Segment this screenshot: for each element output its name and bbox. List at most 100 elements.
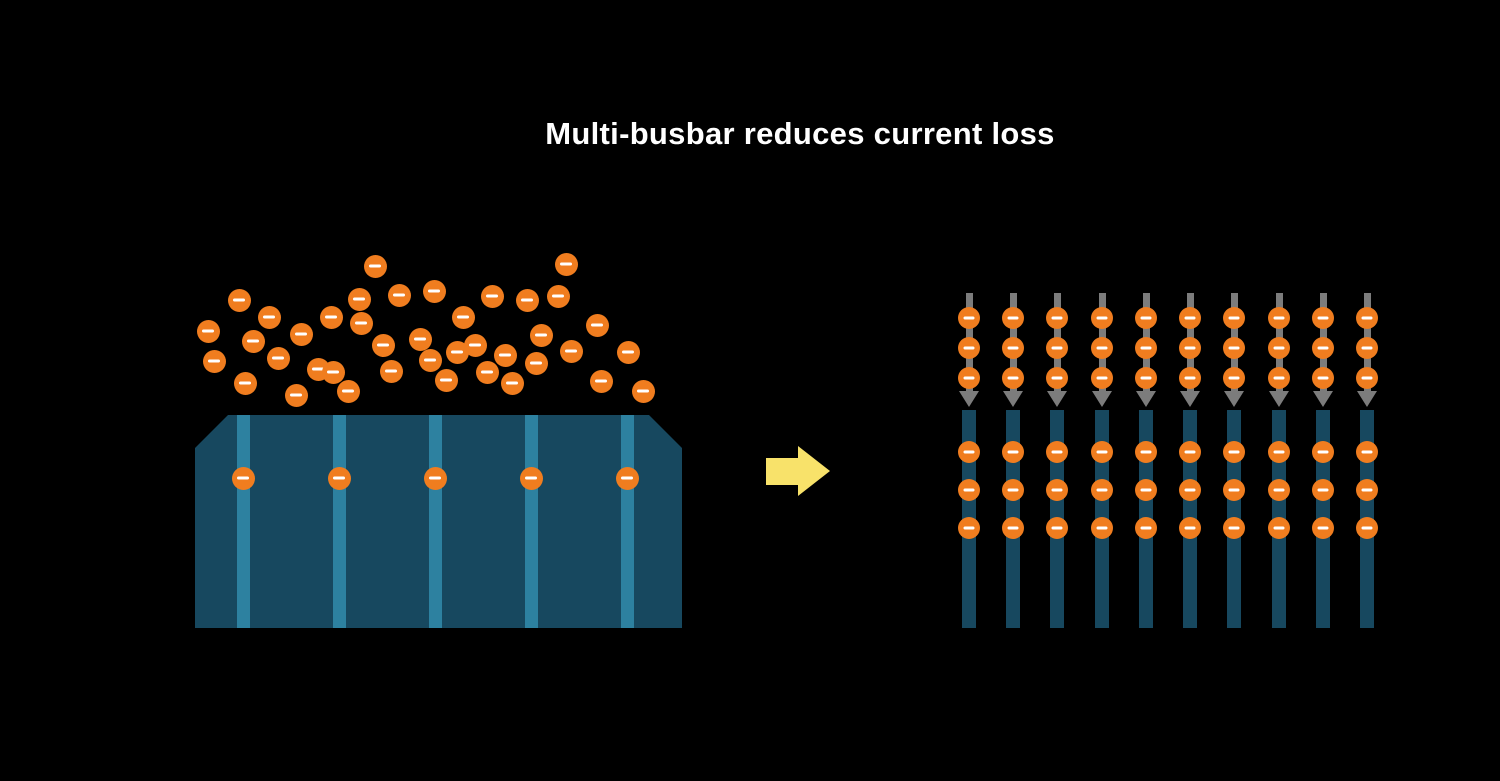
minus-icon [1184,346,1196,350]
minus-icon [393,293,405,297]
minus-icon [263,315,275,319]
diagram-title: Multi-busbar reduces current loss [545,116,1055,151]
minus-icon [1007,526,1019,530]
minus-icon [1361,316,1373,320]
electron-icon [559,339,583,363]
minus-icon [1096,346,1108,350]
minus-icon [424,358,436,362]
electron-icon [202,349,226,373]
electron-icon [1002,441,1024,463]
minus-icon [565,349,577,353]
minus-icon [1096,450,1108,454]
minus-icon [1317,346,1329,350]
minus-icon [1051,450,1063,454]
minus-icon [1140,376,1152,380]
minus-icon [1140,526,1152,530]
electron-icon [500,371,524,395]
minus-icon [1051,376,1063,380]
electron-icon [958,517,980,539]
minus-icon [591,323,603,327]
electron-icon [1312,441,1334,463]
busbar-stripe [428,415,442,628]
electron-icon [524,351,548,375]
minus-icon [1184,376,1196,380]
minus-icon [1096,526,1108,530]
electron-icon [958,479,980,501]
minus-icon [355,321,367,325]
electron-icon [1091,367,1113,389]
minus-icon [525,476,537,480]
minus-icon [1273,526,1285,530]
electron-icon [1268,517,1290,539]
electron-icon [445,340,469,364]
busbar-stripe [236,415,250,628]
electron-icon [418,348,442,372]
minus-icon [208,359,220,363]
electron-icon [463,333,487,357]
electron-icon [1312,517,1334,539]
electron-icon [519,466,543,490]
electron-icon [1223,307,1245,329]
minus-icon [1317,526,1329,530]
electron-icon [347,287,371,311]
minus-icon [1051,488,1063,492]
electron-icon [616,340,640,364]
minus-icon [963,450,975,454]
electron-icon [1046,307,1068,329]
electron-icon [1002,479,1024,501]
electron-icon [1179,479,1201,501]
electron-icon [589,369,613,393]
minus-icon [469,343,481,347]
minus-icon [369,264,381,268]
busbar-stripe [332,415,346,628]
minus-icon [353,297,365,301]
minus-icon [1140,316,1152,320]
minus-icon [963,376,975,380]
electron-icon [1356,367,1378,389]
electron-icon [1223,441,1245,463]
electron-icon [1046,479,1068,501]
flow-arrow-head-icon [959,391,979,407]
minus-icon [1273,376,1285,380]
minus-icon [521,298,533,302]
minus-icon [327,370,339,374]
minus-icon [451,350,463,354]
electron-icon [1135,367,1157,389]
minus-icon [963,488,975,492]
electron-icon [231,466,255,490]
minus-icon [506,381,518,385]
minus-icon [1273,488,1285,492]
electron-icon [1179,441,1201,463]
electron-icon [1356,307,1378,329]
electron-icon [1002,307,1024,329]
minus-icon [1228,488,1240,492]
minus-icon [1140,488,1152,492]
electron-icon [1046,367,1068,389]
electron-icon [958,441,980,463]
minus-icon [247,339,259,343]
electron-icon [1135,307,1157,329]
minus-icon [595,379,607,383]
minus-icon [414,337,426,341]
minus-icon [1317,316,1329,320]
minus-icon [1361,346,1373,350]
electron-icon [615,466,639,490]
electron-icon [1091,479,1113,501]
busbar-stripe [620,415,634,628]
electron-icon [1179,307,1201,329]
minus-icon [295,332,307,336]
electron-icon [1091,307,1113,329]
minus-icon [1228,376,1240,380]
electron-icon [349,311,373,335]
flow-arrow-head-icon [1313,391,1333,407]
electron-icon [1091,441,1113,463]
electron-icon [196,319,220,343]
minus-icon [325,315,337,319]
minus-icon [1361,526,1373,530]
minus-icon [963,316,975,320]
minus-icon [239,381,251,385]
flow-arrow-head-icon [1180,391,1200,407]
minus-icon [1051,316,1063,320]
minus-icon [1361,450,1373,454]
